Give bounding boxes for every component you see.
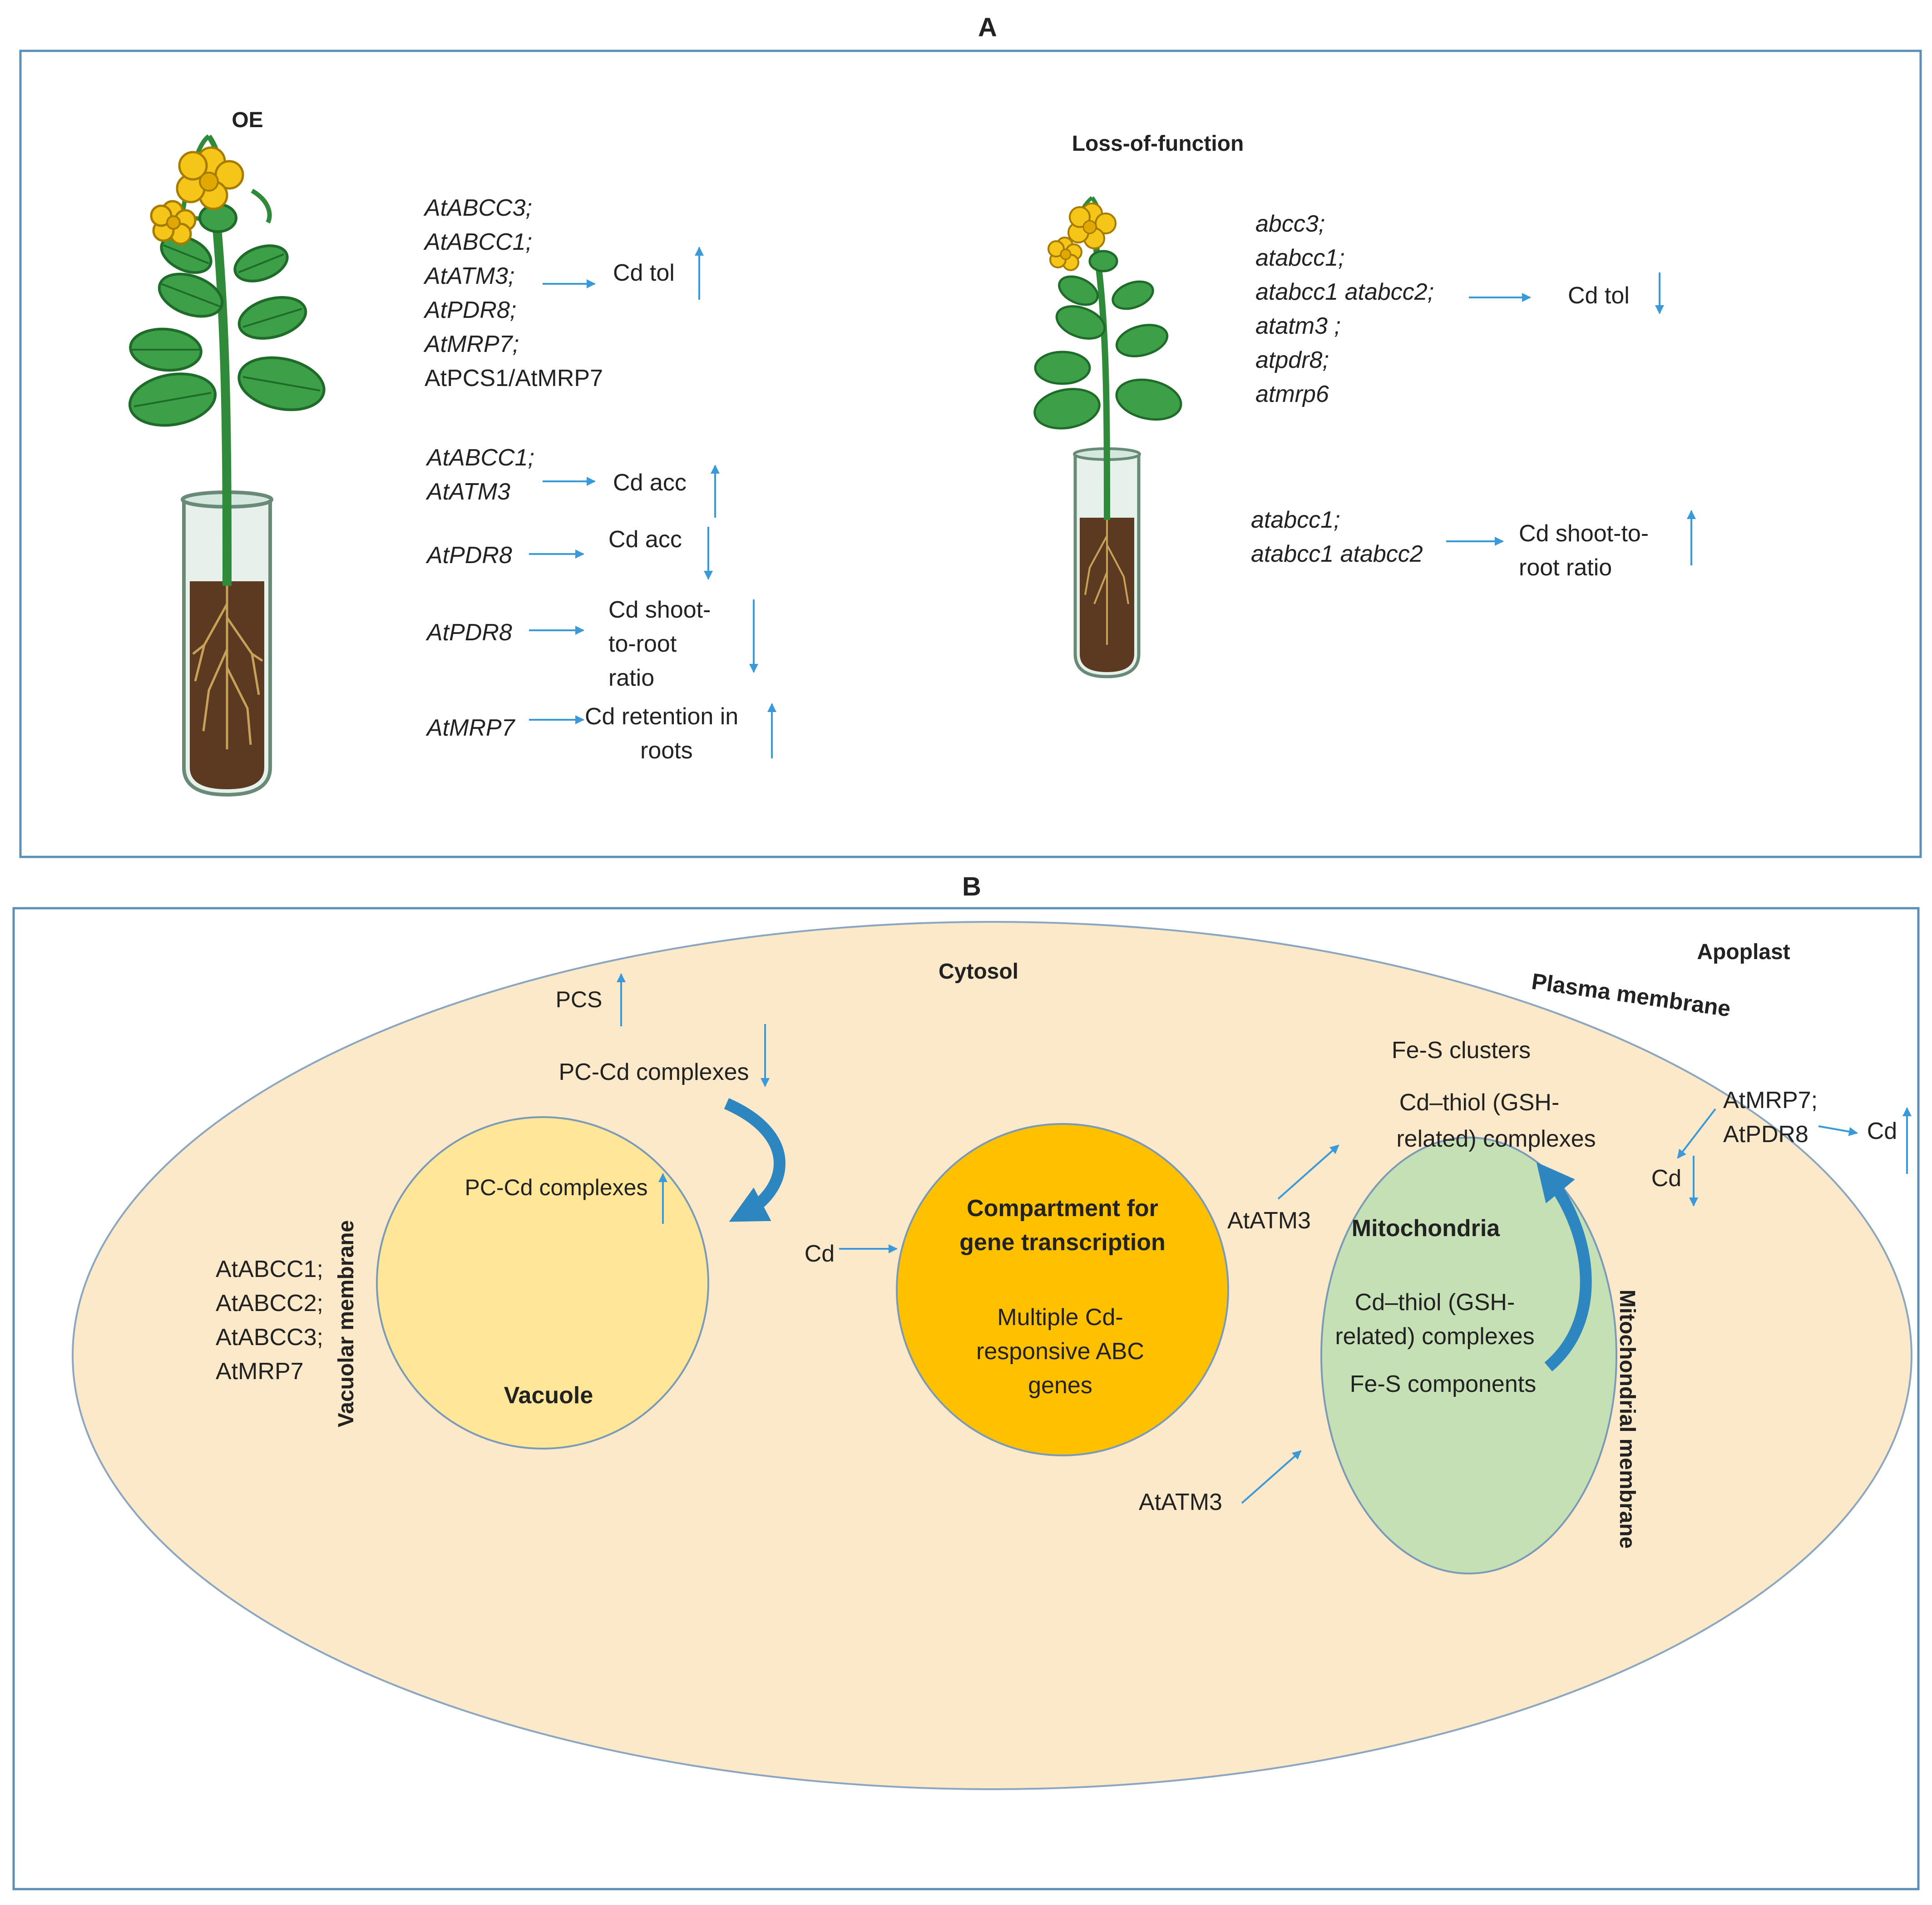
lof-title: Loss-of-function (1072, 132, 1244, 156)
oe-g1-gene-3: AtATM3; (423, 263, 514, 289)
lof-group-2: atabcc1; atabcc1 atabcc2 Cd shoot-to- ro… (1251, 507, 1696, 581)
nucleus-title-line-1: Compartment for (967, 1195, 1158, 1222)
cd-to-nucleus-label: Cd (805, 1241, 835, 1267)
cd-inside-label: Cd (1651, 1165, 1681, 1192)
lof-g1-gene-5: atpdr8; (1255, 347, 1329, 373)
lof-g1-gene-3: atabcc1 atabcc2; (1255, 279, 1434, 305)
oe-g2-gene-1: AtABCC1; (425, 445, 534, 471)
lof-g1-gene-1: abcc3; (1255, 211, 1325, 237)
cyto-complexes-line-1: Cd–thiol (GSH- (1399, 1089, 1560, 1116)
oe-g1-gene-5: AtMRP7; (423, 331, 519, 357)
fes-clusters-label: Fe-S clusters (1392, 1037, 1531, 1064)
lof-g2-gene-2: atabcc1 atabcc2 (1251, 541, 1423, 567)
oe-group-4: AtPDR8 Cd shoot- to-root ratio (425, 597, 758, 691)
vacuole (376, 1116, 709, 1450)
cd-outside-label: Cd (1867, 1118, 1897, 1144)
oe-g3-gene-1: AtPDR8 (425, 542, 512, 569)
oe-g5-effect-line-1: Cd retention in (585, 703, 738, 730)
vacuolar-transporter-3: AtABCC3; (216, 1324, 323, 1351)
nucleus-title-line-2: gene transcription (959, 1229, 1166, 1256)
oe-g1-gene-2: AtABCC1; (423, 229, 532, 255)
panel-b-frame (12, 907, 1920, 1890)
oe-g4-effect-line-3: ratio (608, 665, 654, 691)
vacuolar-membrane-label: Vacuolar membrane (334, 1220, 358, 1427)
oe-group-5: AtMRP7 Cd retention in roots (425, 703, 776, 764)
cytosol-label: Cytosol (939, 960, 1018, 984)
lof-g2-effect-line-2: root ratio (1519, 554, 1612, 581)
lof-g1-gene-4: atatm3 ; (1255, 313, 1341, 339)
atm3-export-label: AtATM3 (1227, 1207, 1311, 1234)
vacuole-import-curved-arrow (724, 1098, 786, 1222)
panel-b-label: B (962, 872, 981, 901)
cyto-complexes-line-2: related) complexes (1396, 1126, 1596, 1152)
mito-complexes-line-2: related) complexes (1335, 1323, 1534, 1350)
pm-efflux-arrow-outer (1818, 1125, 1858, 1136)
oe-g1-gene-1: AtABCC3; (423, 195, 532, 221)
pc-cd-vacuole-label: PC-Cd complexes (465, 1175, 648, 1200)
oe-g1-gene-4: AtPDR8; (423, 297, 516, 323)
lof-g2-gene-1: atabcc1; (1251, 507, 1340, 533)
nucleus-text-line-1: Multiple Cd- (997, 1304, 1123, 1331)
pm-transporter-1: AtMRP7; (1723, 1087, 1818, 1113)
lof-group-1: abcc3; atabcc1; atabcc1 atabcc2; atatm3 … (1255, 211, 1664, 407)
oe-g4-effect-line-1: Cd shoot- (608, 597, 711, 623)
pc-cd-cytosol-label: PC-Cd complexes (558, 1059, 749, 1085)
vacuole-label: Vacuole (504, 1382, 593, 1409)
mitochondria-label: Mitochondria (1352, 1215, 1501, 1242)
atm3-export-arrow (1277, 1144, 1339, 1200)
panel-a-frame (19, 49, 1922, 858)
oe-group-3: AtPDR8 Cd acc (425, 526, 713, 580)
oe-g5-effect-line-2: roots (640, 737, 693, 764)
pm-efflux-arrow-inner (1677, 1108, 1716, 1159)
mito-export-curved-arrow (1536, 1162, 1592, 1371)
oe-g3-effect: Cd acc (608, 526, 682, 553)
oe-group-2: AtABCC1; AtATM3 Cd acc (425, 445, 720, 518)
oe-g1-gene-6: AtPCS1/AtMRP7 (425, 365, 603, 391)
oe-g2-gene-2: AtATM3 (425, 479, 510, 505)
oe-group-1: AtABCC3; AtABCC1; AtATM3; AtPDR8; AtMRP7… (423, 195, 704, 391)
atm3-import-arrow (1241, 1450, 1302, 1504)
nucleus-text-line-3: genes (1028, 1372, 1092, 1399)
oe-g2-effect: Cd acc (613, 470, 687, 496)
pm-transporter-2: AtPDR8 (1723, 1121, 1808, 1148)
lof-plant-illustration (1033, 196, 1182, 678)
oe-g4-gene-1: AtPDR8 (425, 619, 512, 646)
lof-g2-effect-line-1: Cd shoot-to- (1519, 520, 1649, 547)
vacuolar-transporter-2: AtABCC2; (216, 1290, 323, 1316)
oe-title: OE (232, 108, 263, 132)
panel-a-label: A (978, 13, 997, 42)
lof-g1-gene-6: atmrp6 (1255, 381, 1329, 407)
lof-g1-effect: Cd tol (1568, 282, 1630, 309)
pcs-label: PCS (556, 987, 603, 1012)
vacuolar-transporter-4: AtMRP7 (216, 1358, 304, 1385)
lof-g1-gene-2: atabcc1; (1255, 245, 1345, 271)
nucleus (896, 1123, 1229, 1456)
oe-g4-effect-line-2: to-root (608, 631, 677, 657)
vacuolar-transporter-1: AtABCC1; (216, 1256, 323, 1282)
mitochondrial-membrane-label: Mitochondrial membrane (1615, 1290, 1639, 1549)
atm3-import-label: AtATM3 (1139, 1489, 1222, 1515)
apoplast-label: Apoplast (1697, 940, 1790, 964)
mito-complexes-line-1: Cd–thiol (GSH- (1355, 1289, 1515, 1316)
oe-g5-gene-1: AtMRP7 (425, 715, 516, 741)
mitochondria (1320, 1137, 1617, 1574)
oe-g1-effect: Cd tol (613, 260, 675, 286)
mito-fes-label: Fe-S components (1350, 1371, 1536, 1397)
nucleus-text-line-2: responsive ABC (976, 1338, 1144, 1365)
oe-plant-illustration (128, 134, 326, 797)
